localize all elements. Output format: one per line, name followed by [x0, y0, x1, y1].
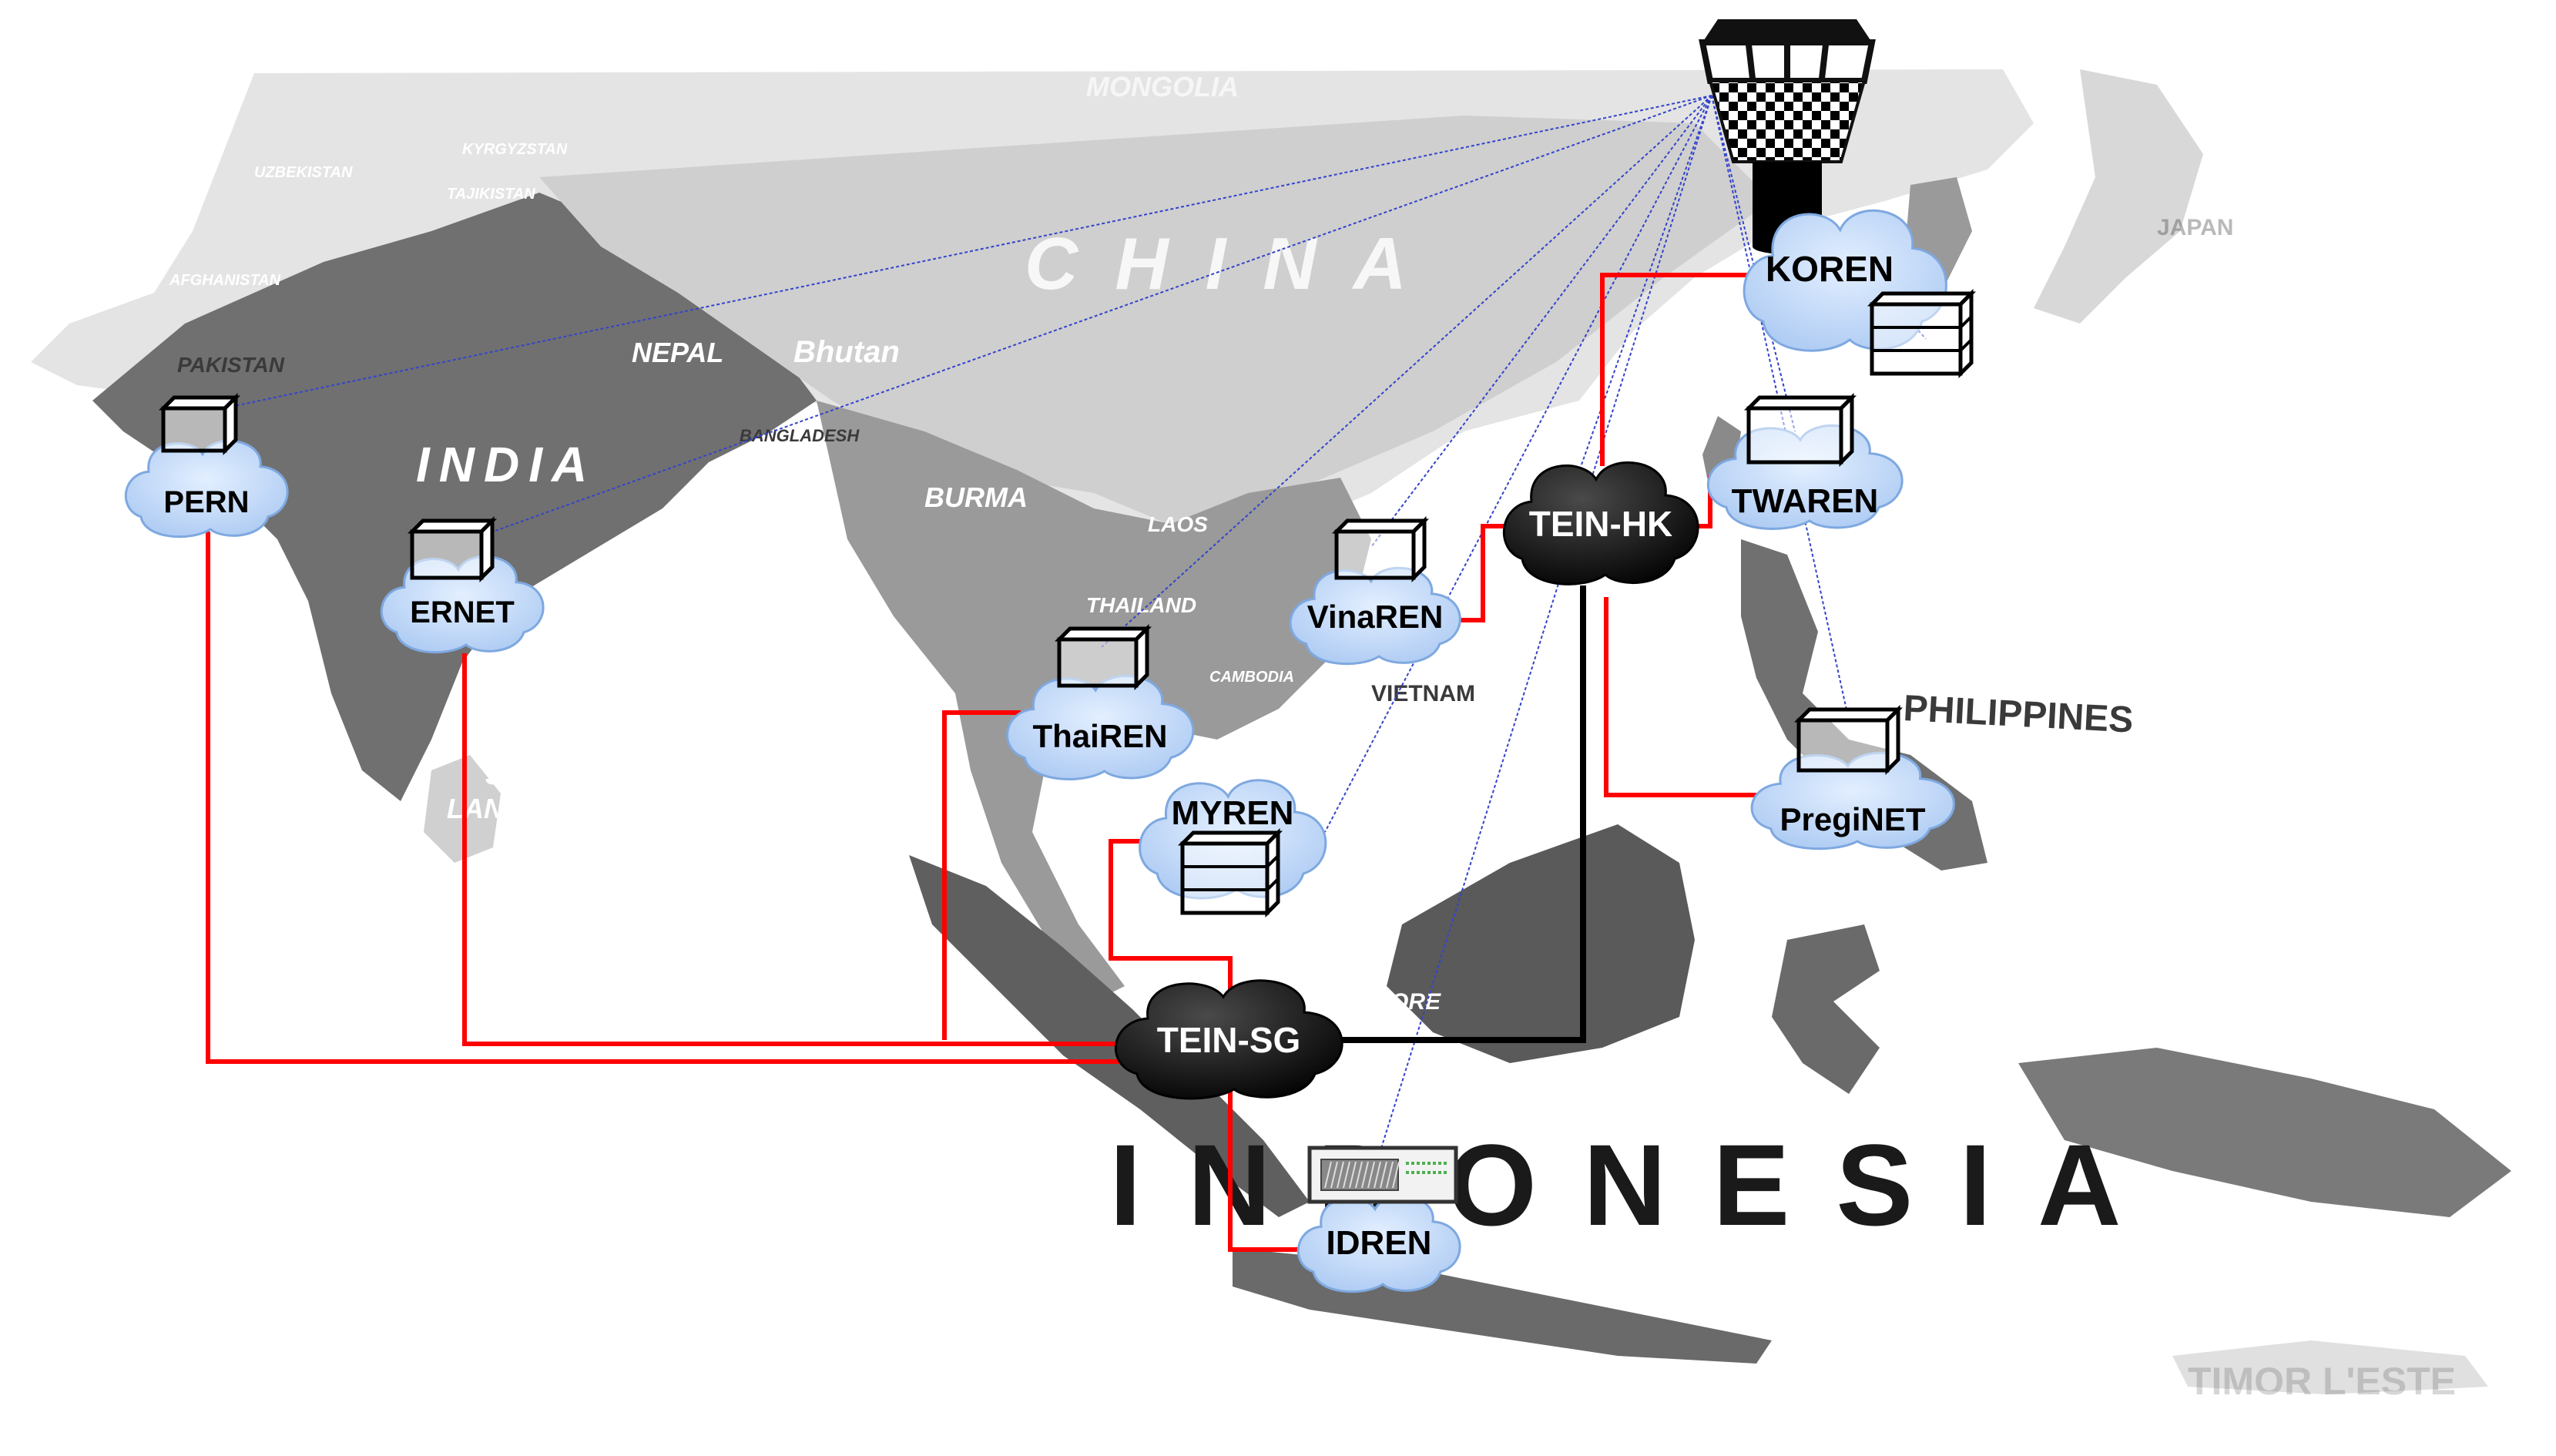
- switch-box-icon: [1331, 515, 1430, 583]
- nodes-layer: PERN ERNET ThaiREN MYREN VinaREN KOREN TWAREN P…: [124, 209, 1977, 1293]
- link-thairen-sg: [942, 710, 1021, 1040]
- label-laos: LAOS: [1148, 512, 1208, 536]
- landmass-timor: [2172, 1340, 2488, 1394]
- landmass-papua: [2018, 1048, 2511, 1217]
- database-stack-icon: [1867, 288, 1977, 379]
- link-hk-sg: [1329, 585, 1586, 1043]
- node-thairen[interactable]: ThaiREN: [1006, 623, 1195, 780]
- label-vietnam: VIETNAM: [1371, 681, 1475, 706]
- control-link-myren: [1324, 95, 1712, 833]
- label-pakistan: PAKISTAN: [177, 353, 285, 377]
- node-myren-label: MYREN: [1172, 794, 1294, 832]
- label-thailand: THAILAND: [1086, 593, 1196, 617]
- node-koren-label: KOREN: [1766, 249, 1894, 289]
- label-singapore: SINGAPORE: [1302, 989, 1441, 1015]
- label-afghanistan: AFGHANISTAN: [169, 272, 281, 289]
- label-china: CHINA: [1025, 223, 1444, 305]
- node-vinaren[interactable]: VinaREN: [1289, 515, 1461, 666]
- label-timor: TIMOR L'ESTE: [2188, 1360, 2456, 1403]
- control-link-pern: [223, 95, 1712, 409]
- switch-box-icon: [1793, 704, 1904, 776]
- node-myren[interactable]: MYREN: [1139, 779, 1327, 918]
- node-ernet-label: ERNET: [410, 595, 515, 629]
- hub-tein-sg-label: TEIN-SG: [1157, 1020, 1301, 1060]
- link-ernet-sg: [462, 653, 1163, 1046]
- landmass-borneo: [1387, 824, 1695, 1063]
- label-nepal: NEPAL: [632, 337, 723, 368]
- switch-box-icon: [1743, 392, 1857, 468]
- control-link-idren: [1378, 95, 1712, 1156]
- link-pern-sg: [206, 532, 1163, 1064]
- database-stack-icon: [1177, 827, 1283, 918]
- switch-box-icon: [1054, 623, 1152, 691]
- server-rack-icon: [1307, 1146, 1458, 1204]
- node-vinaren-label: VinaREN: [1307, 599, 1444, 635]
- label-kyrgyzstan: KYRGYZSTAN: [462, 141, 568, 158]
- landmass-china-south: [539, 116, 1772, 532]
- label-japan: JAPAN: [2157, 215, 2233, 240]
- label-mongolia: MONGOLIA: [1086, 71, 1239, 102]
- label-bhutan: Bhutan: [793, 335, 900, 369]
- node-pern-label: PERN: [163, 485, 249, 519]
- control-link-thairen: [1101, 95, 1712, 648]
- node-pern[interactable]: PERN: [124, 392, 289, 538]
- hub-tein-hk[interactable]: TEIN-HK: [1502, 461, 1699, 585]
- node-twaren-label: TWAREN: [1732, 482, 1879, 520]
- switch-box-icon: [158, 392, 241, 456]
- hub-tein-sg[interactable]: TEIN-SG: [1114, 979, 1343, 1100]
- link-koren-hk: [1600, 273, 1753, 466]
- label-sri-lanka-2: LANKA: [447, 793, 544, 824]
- hub-tein-hk-label: TEIN-HK: [1529, 504, 1673, 544]
- node-koren[interactable]: KOREN: [1743, 209, 1977, 379]
- landmass-india: [92, 193, 817, 801]
- node-twaren[interactable]: TWAREN: [1706, 392, 1904, 530]
- label-burma: BURMA: [924, 481, 1028, 513]
- node-pregi[interactable]: PregiNET: [1750, 704, 1955, 850]
- switch-box-icon: [407, 515, 498, 583]
- label-indonesia: INDONESIA: [1109, 1120, 2167, 1250]
- label-sri-lanka-1: SRI: [485, 759, 532, 790]
- control-link-twaren: [1711, 95, 1796, 432]
- landmass-japan: [2034, 69, 2203, 324]
- landmass-sulawesi: [1772, 924, 1880, 1094]
- link-myren-sg: [1109, 839, 1233, 998]
- link-pregi-hk: [1604, 597, 1756, 797]
- node-pregi-label: PregiNET: [1779, 801, 1925, 837]
- node-thairen-label: ThaiREN: [1032, 718, 1167, 754]
- link-idren-sg: [1228, 1079, 1325, 1252]
- label-uzbekistan: UZBEKISTAN: [254, 164, 353, 181]
- node-idren[interactable]: IDREN: [1296, 1146, 1461, 1293]
- label-tajikistan: TAJIKISTAN: [447, 186, 535, 203]
- label-cambodia: CAMBODIA: [1209, 669, 1294, 686]
- control-link-ernet: [492, 95, 1712, 532]
- label-bangladesh: BANGLADESH: [740, 426, 860, 445]
- landmass-sumatra: [909, 855, 1310, 1217]
- control-link-tein-hk: [1571, 95, 1712, 494]
- node-ernet[interactable]: ERNET: [380, 515, 545, 654]
- control-link-vinaren: [1370, 95, 1712, 548]
- label-philippines: PHILIPPINES: [1902, 688, 2134, 741]
- node-idren-label: IDREN: [1327, 1224, 1432, 1262]
- label-india: INDIA: [416, 437, 596, 492]
- map-labels: MONGOLIA UZBEKISTAN KYRGYZSTAN TAJIKISTA…: [169, 71, 2456, 1403]
